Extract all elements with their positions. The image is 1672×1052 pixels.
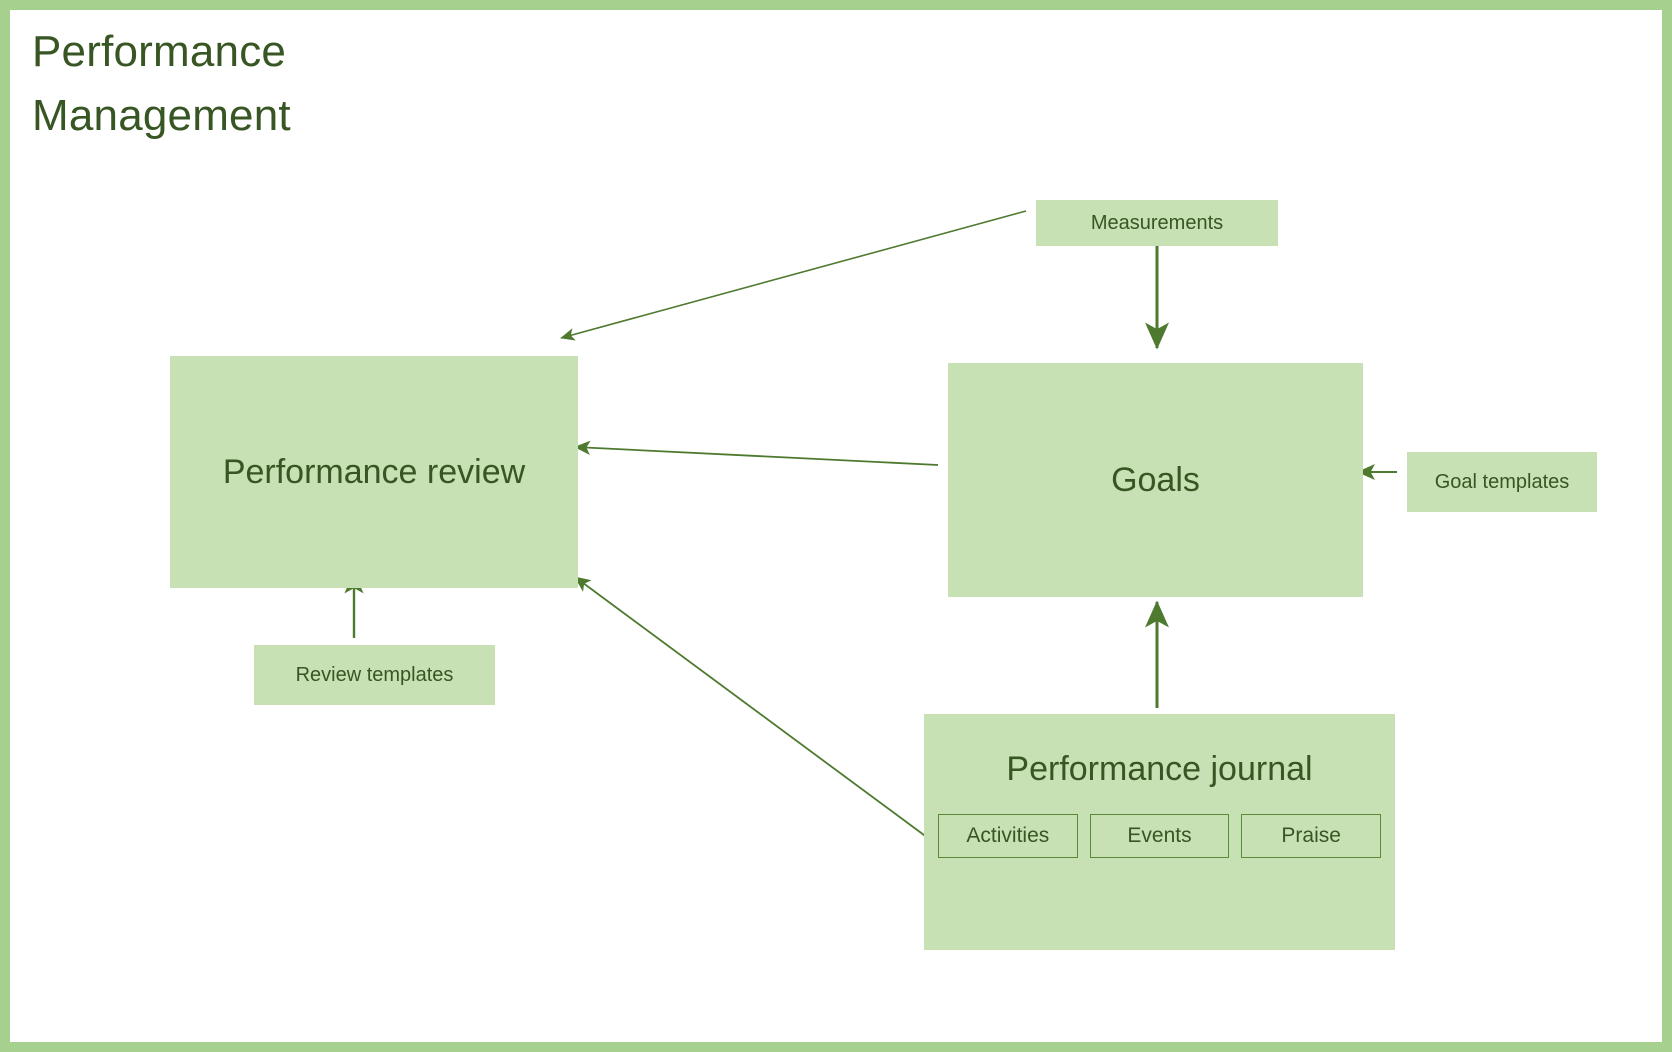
node-review-templates[interactable]: Review templates bbox=[254, 645, 495, 705]
node-goals[interactable]: Goals bbox=[948, 363, 1363, 597]
node-measurements[interactable]: Measurements bbox=[1036, 200, 1278, 246]
chip-praise[interactable]: Praise bbox=[1241, 814, 1382, 858]
node-goal-templates[interactable]: Goal templates bbox=[1407, 452, 1597, 512]
journal-chip-group: Activities Events Praise bbox=[938, 814, 1382, 858]
page-title: Performance Management bbox=[32, 27, 291, 140]
connector-measurements-to-performance-review bbox=[560, 210, 1027, 341]
node-performance-journal[interactable]: Performance journal Activities Events Pr… bbox=[924, 714, 1395, 950]
connector-goals-to-performance-review bbox=[574, 440, 939, 466]
node-performance-review[interactable]: Performance review bbox=[170, 356, 578, 588]
connector-performance-journal-to-performance-review bbox=[574, 576, 929, 839]
chip-events[interactable]: Events bbox=[1089, 814, 1230, 858]
chip-activities[interactable]: Activities bbox=[938, 814, 1078, 858]
node-performance-journal-label: Performance journal bbox=[1006, 750, 1313, 788]
